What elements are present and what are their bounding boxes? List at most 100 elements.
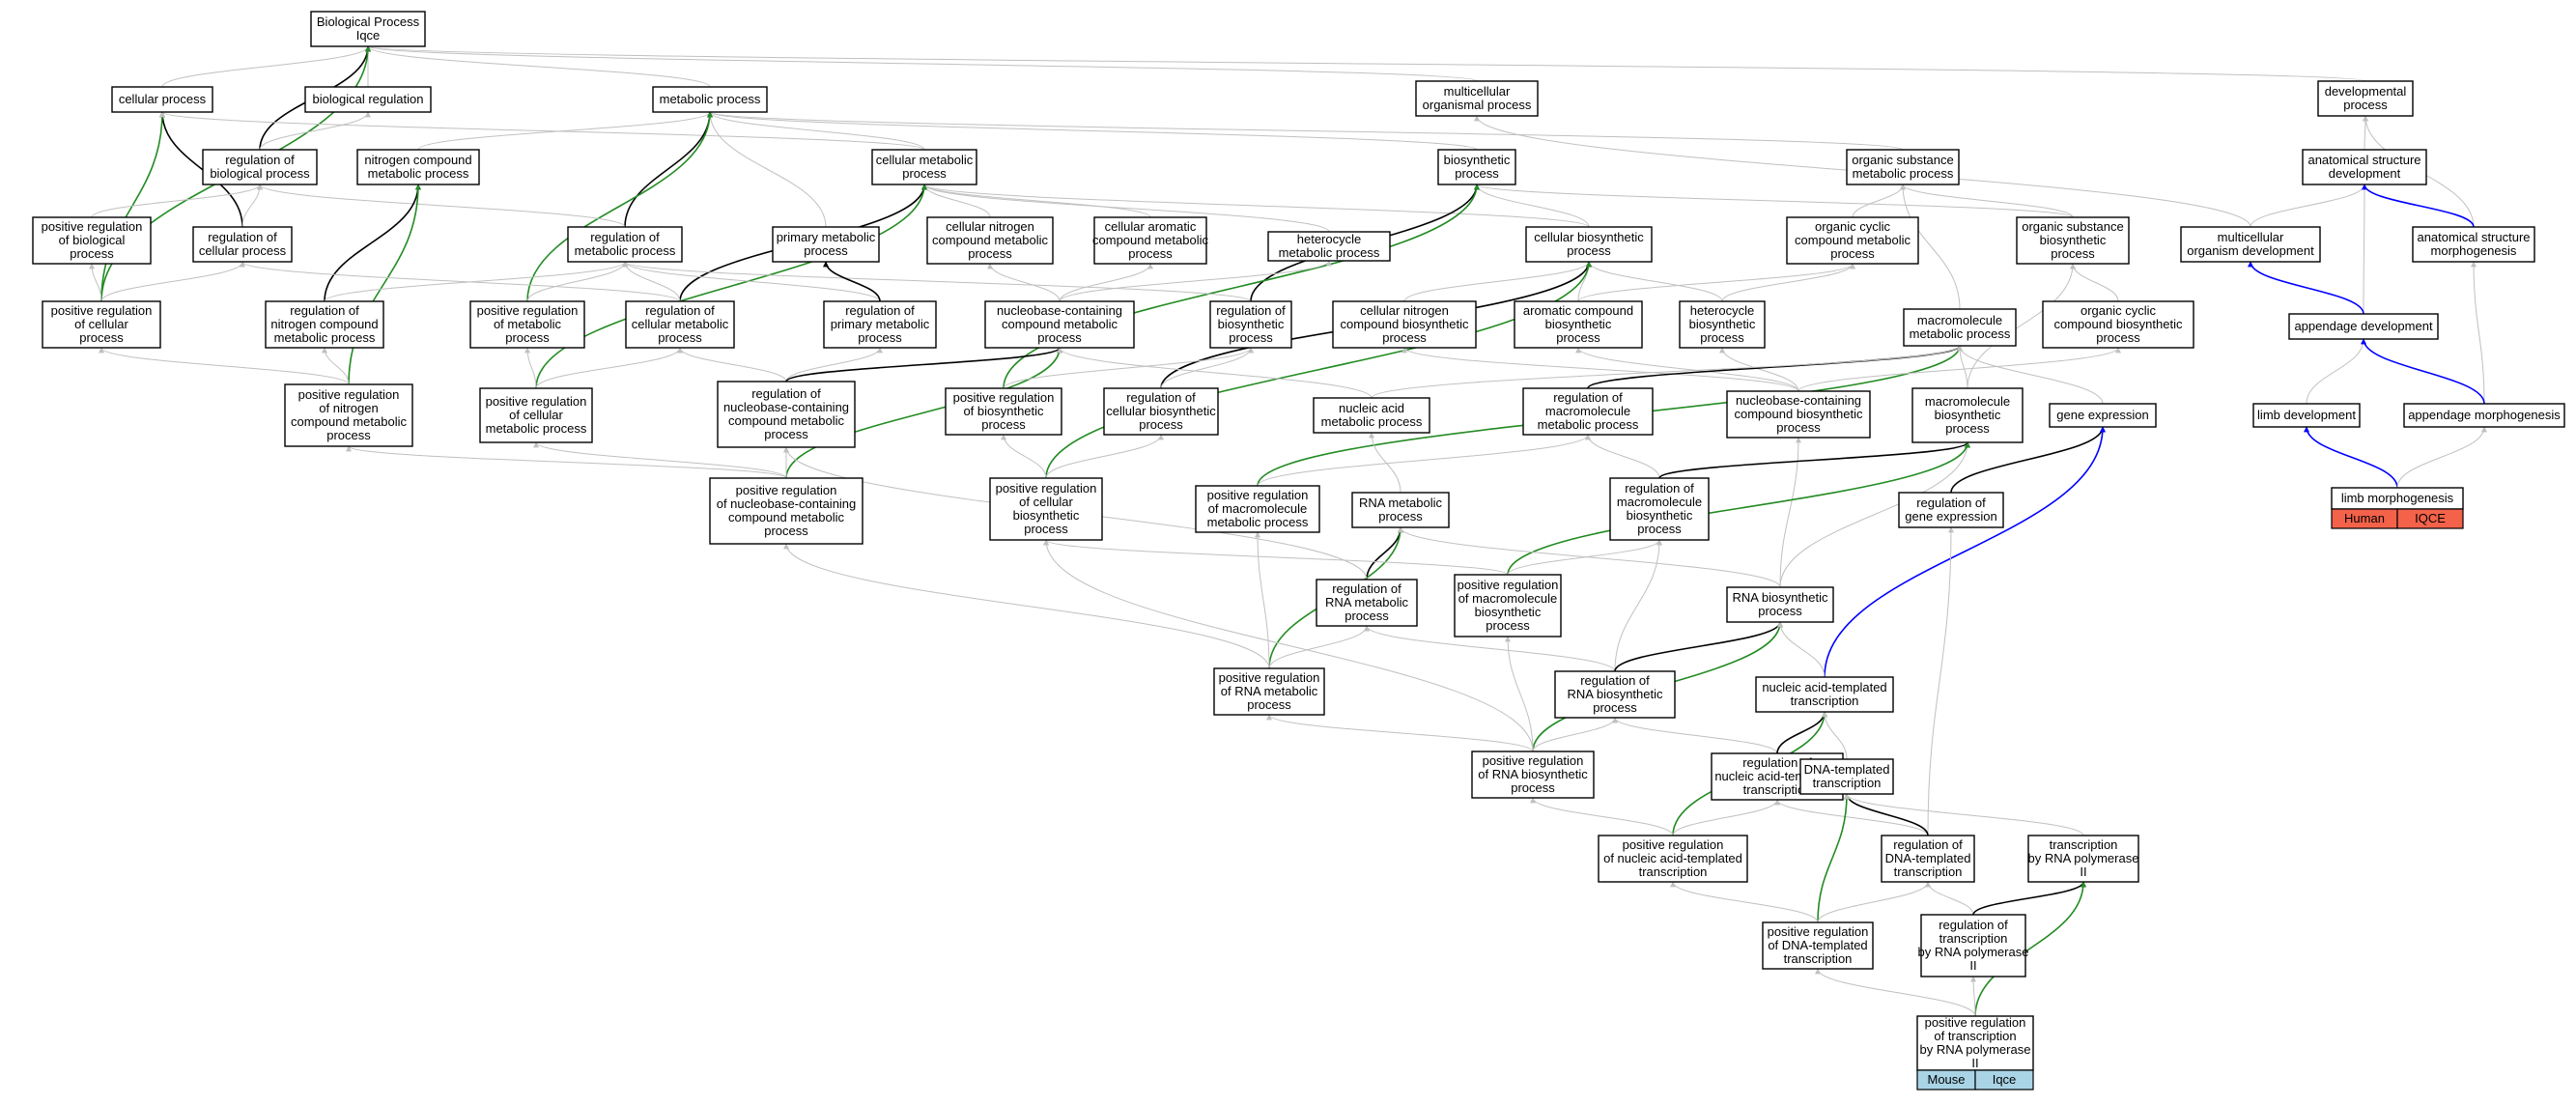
- edge-prmmp-to-rmmp: [1257, 434, 1591, 487]
- node-label-line: process: [70, 246, 114, 261]
- node-label-line: metabolic process: [575, 243, 676, 258]
- node-box: [1454, 574, 1562, 638]
- edge-natt-to-ge: [1824, 426, 2106, 678]
- node-label-line: metabolic process: [1207, 515, 1309, 529]
- node-breg[interactable]: biological regulation: [304, 86, 432, 113]
- node-label-line: process: [1345, 609, 1389, 623]
- node-box: [2252, 403, 2361, 428]
- edge-prrnabp-to-prcbp: [1043, 539, 1534, 752]
- node-label-line: positive regulation: [51, 303, 153, 318]
- node-mp[interactable]: metabolic process: [652, 86, 768, 113]
- node-label-line: metabolic process: [486, 421, 587, 436]
- node-rmbp[interactable]: regulation ofmacromoleculebiosyntheticpr…: [1609, 477, 1710, 541]
- edge-mop-to-bp: [365, 45, 1478, 82]
- node-ad[interactable]: appendage development: [2288, 313, 2439, 340]
- node-cp[interactable]: cellular process: [111, 86, 213, 113]
- node-label-line: transcription: [1639, 864, 1708, 879]
- node-label-line: transcription: [2050, 837, 2118, 852]
- edge-rpmp-to-pmp: [823, 261, 881, 302]
- node-label-line: metabolic process: [1279, 245, 1380, 260]
- node-label-line: limb development: [2257, 408, 2356, 422]
- node-ld[interactable]: limb development: [2252, 403, 2361, 428]
- node-box: [1903, 308, 2017, 347]
- node-label-line: cellular process: [119, 92, 207, 106]
- edge-rdtt-to-rnatt: [1774, 799, 1929, 836]
- node-am[interactable]: appendage morphogenesis: [2403, 403, 2565, 428]
- node-label-line: transcription: [1813, 776, 1882, 790]
- node-label-line: of biosynthetic: [963, 404, 1044, 418]
- node-ge[interactable]: gene expression: [2049, 403, 2157, 428]
- edge-mbp-to-osbp: [1967, 263, 2076, 389]
- node-label-line: biosynthetic: [1627, 508, 1693, 523]
- node-label-line: by RNA polymerase: [2028, 851, 2139, 865]
- node-box: [1679, 300, 1766, 349]
- node-box: [1351, 492, 1450, 528]
- node-label-line: process: [1378, 509, 1423, 524]
- node-rnccmp[interactable]: regulation ofnucleobase-containingcompou…: [717, 381, 856, 448]
- edge-prncmp-to-ncmp: [348, 184, 421, 385]
- node-box: [1313, 397, 1430, 434]
